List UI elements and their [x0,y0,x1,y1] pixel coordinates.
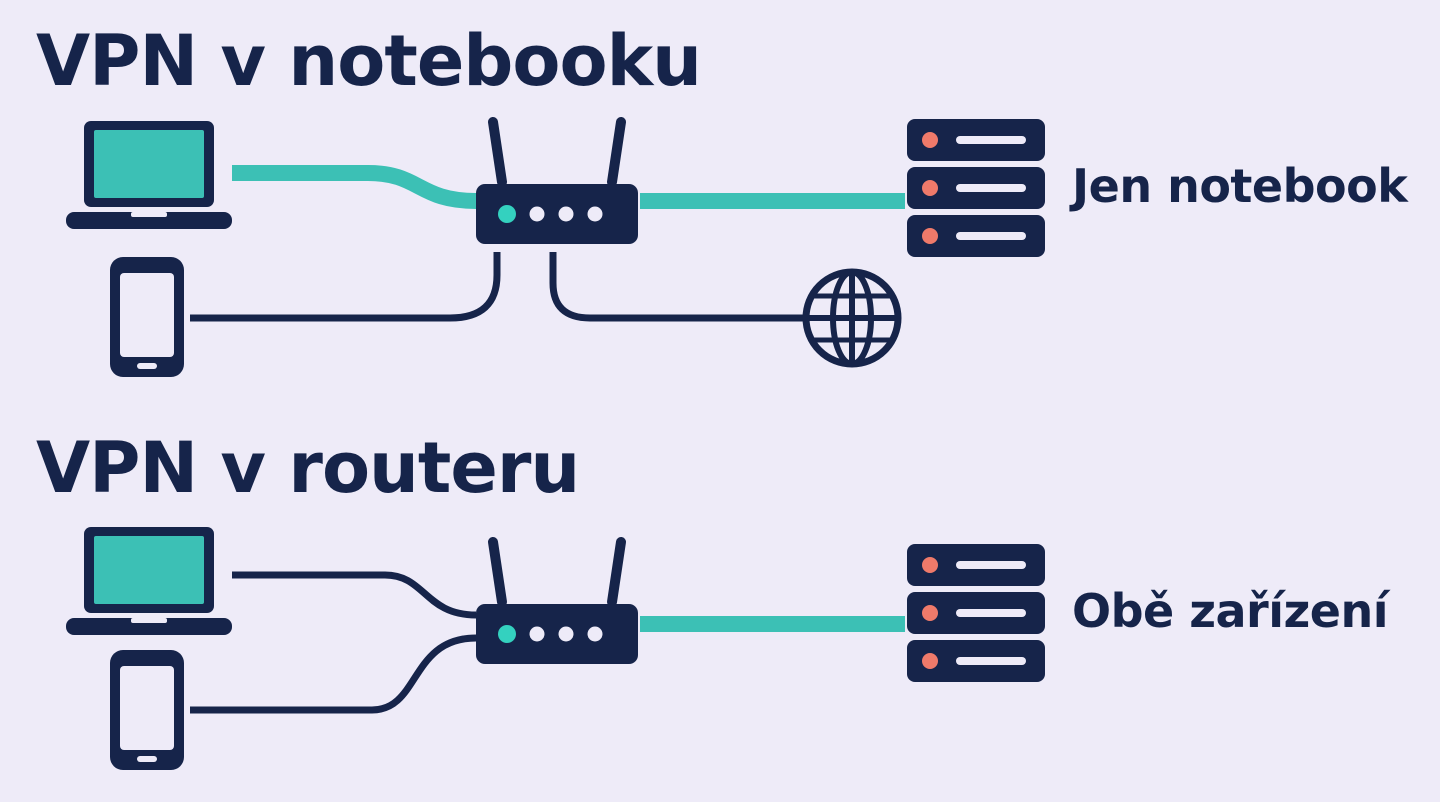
server-stack-icon [907,119,1045,257]
laptop-icon [66,121,232,229]
diagram-notebook [66,119,1045,377]
globe-icon [802,268,902,368]
cable-laptop-router [232,571,477,619]
smartphone-icon [110,650,184,770]
cable-phone-router [190,634,477,714]
server-stack-icon [907,544,1045,682]
result-label-router: Obě zařízení [1072,584,1389,638]
result-label-notebook: Jen notebook [1072,159,1408,213]
laptop-icon [66,527,232,635]
cable-router-internet [549,252,806,322]
router-icon [476,122,638,244]
section-title-router: VPN v routeru [36,427,580,509]
smartphone-icon [110,257,184,377]
diagram-router [66,527,1045,770]
router-icon [476,542,638,664]
vpn-tunnel-laptop-router [232,165,477,209]
cable-phone-router [190,252,501,322]
section-title-notebook: VPN v notebooku [36,20,702,102]
